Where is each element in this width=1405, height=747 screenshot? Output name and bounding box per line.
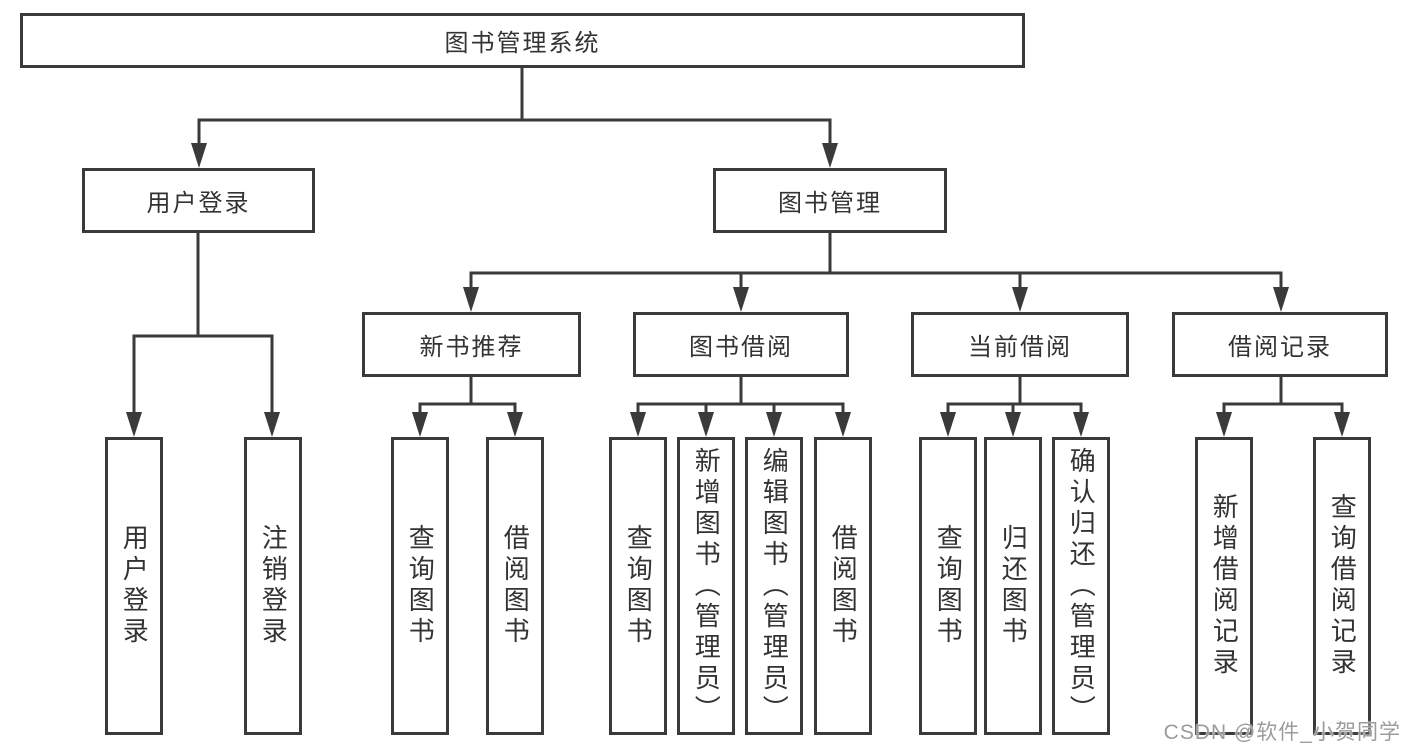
leaf-cb-confirm-return: 确认归还（管理员）: [1052, 437, 1110, 735]
node-root-label: 图书管理系统: [444, 30, 601, 57]
leaf-bb-edit-books-label: 编辑图书（管理员）: [759, 446, 790, 726]
node-current-borrowing-label: 当前借阅: [968, 334, 1072, 361]
node-current-borrowing: 当前借阅: [911, 312, 1129, 377]
node-book-management: 图书管理: [713, 168, 947, 233]
leaf-cb-return-books: 归还图书: [984, 437, 1042, 735]
node-user-login: 用户登录: [82, 168, 315, 233]
node-borrowing-records-label: 借阅记录: [1228, 334, 1332, 361]
leaf-user-login: 用户登录: [105, 437, 163, 735]
node-new-book-recommend-label: 新书推荐: [419, 334, 524, 361]
node-user-login-label: 用户登录: [146, 190, 251, 217]
leaf-user-login-label: 用户登录: [119, 524, 150, 648]
watermark: CSDN @软件_小贺同学: [1163, 721, 1401, 744]
leaf-bb-borrow-books: 借阅图书: [814, 437, 872, 735]
leaf-bb-add-books-label: 新增图书（管理员）: [691, 446, 722, 726]
leaf-cb-confirm-return-label: 确认归还（管理员）: [1066, 446, 1097, 726]
leaf-br-add-record: 新增借阅记录: [1195, 437, 1253, 735]
leaf-bb-borrow-books-label: 借阅图书: [828, 524, 859, 648]
leaf-br-query-record-label: 查询借阅记录: [1327, 493, 1358, 679]
leaf-br-query-record: 查询借阅记录: [1313, 437, 1371, 735]
node-root: 图书管理系统: [20, 13, 1025, 68]
leaf-nbr-query-books: 查询图书: [391, 437, 449, 735]
leaf-bb-query-books-label: 查询图书: [623, 524, 654, 648]
node-book-borrowing: 图书借阅: [633, 312, 849, 377]
node-book-management-label: 图书管理: [778, 190, 882, 217]
leaf-nbr-query-books-label: 查询图书: [405, 524, 436, 648]
leaf-logout: 注销登录: [244, 437, 302, 735]
leaf-nbr-borrow-books-label: 借阅图书: [500, 524, 531, 648]
leaf-bb-edit-books: 编辑图书（管理员）: [745, 437, 803, 735]
leaf-bb-query-books: 查询图书: [609, 437, 667, 735]
leaf-nbr-borrow-books: 借阅图书: [486, 437, 544, 735]
leaf-cb-return-books-label: 归还图书: [998, 524, 1029, 648]
node-borrowing-records: 借阅记录: [1172, 312, 1388, 377]
leaf-bb-add-books: 新增图书（管理员）: [677, 437, 735, 735]
leaf-logout-label: 注销登录: [258, 524, 289, 648]
node-book-borrowing-label: 图书借阅: [689, 334, 793, 361]
leaf-cb-query-books: 查询图书: [919, 437, 977, 735]
leaf-cb-query-books-label: 查询图书: [933, 524, 964, 648]
node-new-book-recommend: 新书推荐: [362, 312, 581, 377]
leaf-br-add-record-label: 新增借阅记录: [1209, 493, 1240, 679]
